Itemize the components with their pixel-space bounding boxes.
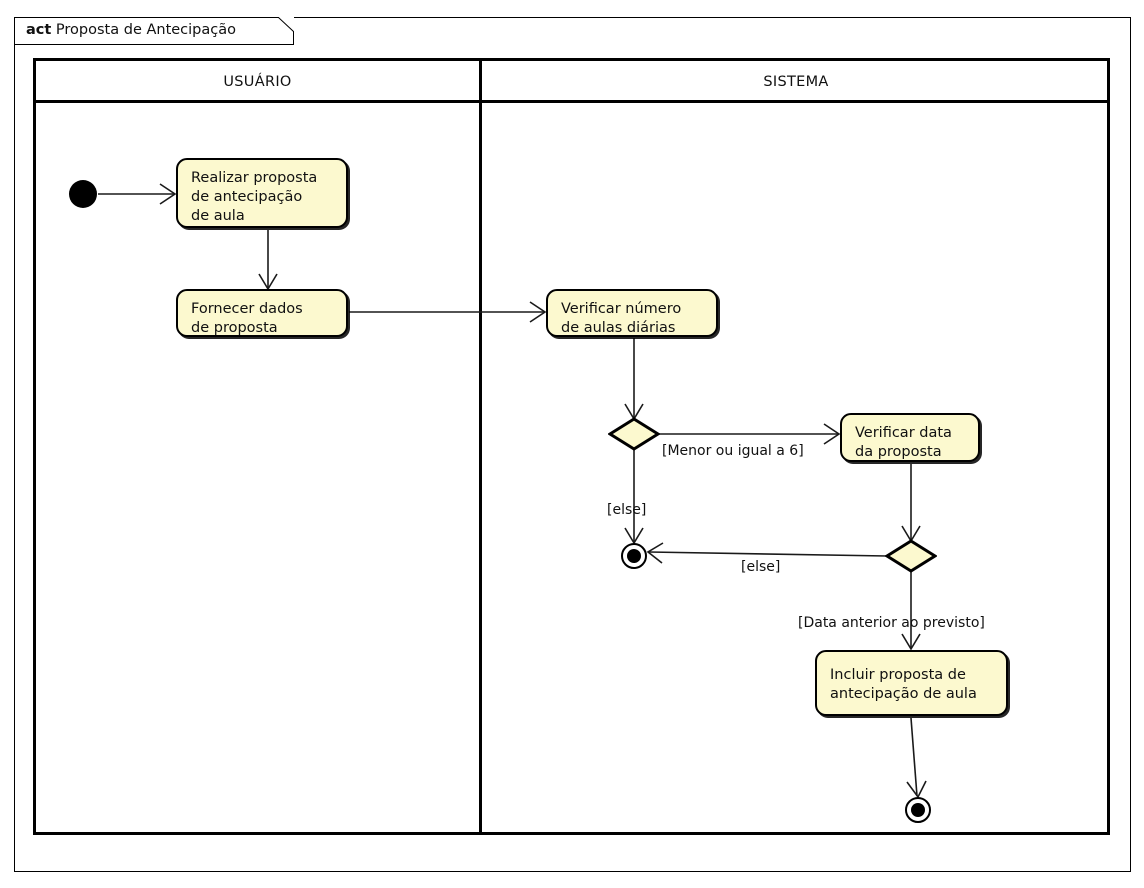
frame-keyword: act [26,22,52,38]
decision-node-data-proposta[interactable] [885,539,937,573]
activity-node-fornecer-dados[interactable]: Fornecer dados de proposta [176,289,348,337]
decision-diamond-shape [885,539,937,573]
initial-node[interactable] [69,180,97,208]
activity-label-line: Fornecer dados [191,301,303,317]
activity-label-line: da proposta [855,444,942,460]
swimlane-divider [479,61,482,832]
final-node-else[interactable] [621,543,647,569]
guard-label-else-decision2: [else] [741,559,781,575]
activity-label-line: de aulas diárias [561,320,676,336]
diagram-frame [14,17,1131,872]
frame-title-tab: act Proposta de Antecipação [14,17,294,45]
guard-label-data-anterior: [Data anterior ao previsto] [798,615,985,631]
activity-node-verificar-numero-aulas[interactable]: Verificar número de aulas diárias [546,289,718,337]
activity-label-line: antecipação de aula [830,686,977,702]
guard-label-menor-igual-6: [Menor ou igual a 6] [662,443,804,459]
swimlane-header-row: USUÁRIO SISTEMA [36,61,1107,103]
guard-label-else-decision1: [else] [607,502,647,518]
final-node-success[interactable] [905,797,931,823]
activity-label-line: Realizar proposta [191,170,318,186]
activity-label-line: de antecipação [191,189,303,205]
swimlane-header-sistema: SISTEMA [763,74,829,90]
decision-diamond-shape [608,417,660,451]
activity-label-line: Verificar data [855,425,952,441]
activity-node-verificar-data[interactable]: Verificar data da proposta [840,413,980,462]
activity-label-line: de proposta [191,320,278,336]
activity-label-line: Incluir proposta de [830,667,966,683]
activity-node-incluir-proposta[interactable]: Incluir proposta de antecipação de aula [815,650,1008,716]
frame-title: act Proposta de Antecipação [26,21,236,40]
activity-label-line: Verificar número [561,301,682,317]
frame-tab-shape [14,17,294,45]
activity-node-realizar-proposta[interactable]: Realizar proposta de antecipação de aula [176,158,348,228]
activity-label-line: de aula [191,208,245,224]
frame-title-text: Proposta de Antecipação [55,22,237,38]
swimlane-header-usuario: USUÁRIO [223,74,292,90]
decision-node-numero-aulas[interactable] [608,417,660,451]
